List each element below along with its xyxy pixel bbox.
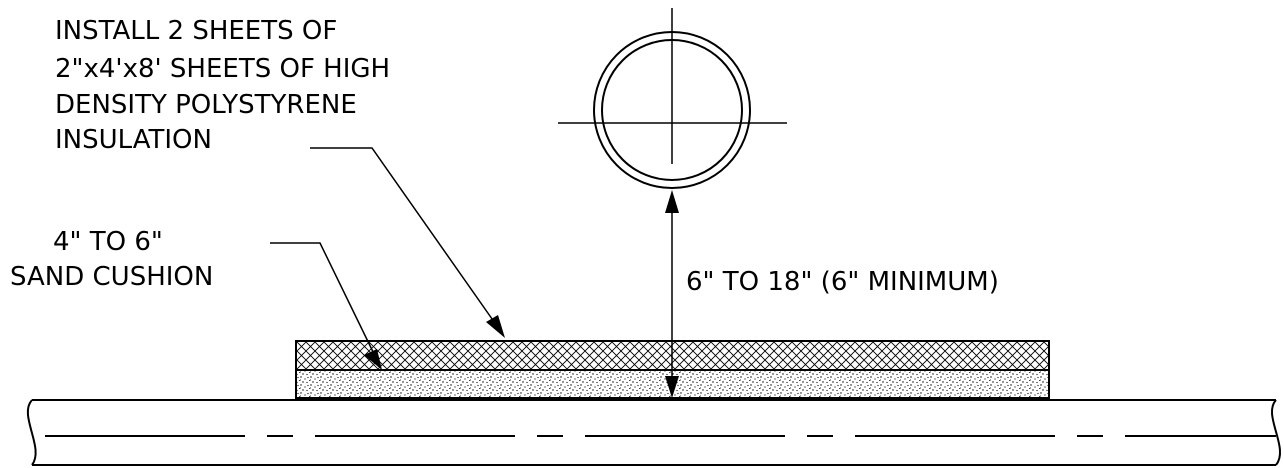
upper-pipe-section bbox=[558, 8, 787, 189]
clearance-dimension bbox=[665, 190, 679, 398]
insulation-note-line-2: 2"x4'x8' SHEETS OF HIGH bbox=[55, 54, 390, 84]
dimension-bottom-arrowhead bbox=[665, 376, 679, 398]
pipe-right-break bbox=[1270, 399, 1282, 466]
sand-note-line-2: SAND CUSHION bbox=[10, 262, 213, 292]
insulation-leader-line bbox=[310, 147, 498, 327]
insulation-note-line-1: INSTALL 2 SHEETS OF bbox=[55, 16, 337, 46]
lower-pipe-profile bbox=[26, 399, 1282, 466]
insulation-leader-arrowhead bbox=[486, 315, 505, 338]
dimension-top-arrowhead bbox=[665, 190, 679, 213]
clearance-dimension-text: 6" TO 18" (6" MINIMUM) bbox=[686, 267, 999, 297]
sand-note-line-1: 4" TO 6" bbox=[53, 227, 163, 257]
insulation-note-line-4: INSULATION bbox=[55, 125, 212, 155]
insulation-note: INSTALL 2 SHEETS OF 2"x4'x8' SHEETS OF H… bbox=[55, 16, 398, 155]
insulation-leader bbox=[310, 147, 505, 338]
sand-cushion-note: 4" TO 6" SAND CUSHION bbox=[10, 227, 213, 292]
insulation-note-line-3: DENSITY POLYSTYRENE bbox=[55, 90, 357, 120]
sand-leader-line bbox=[270, 242, 377, 359]
pipe-left-break bbox=[26, 399, 37, 466]
